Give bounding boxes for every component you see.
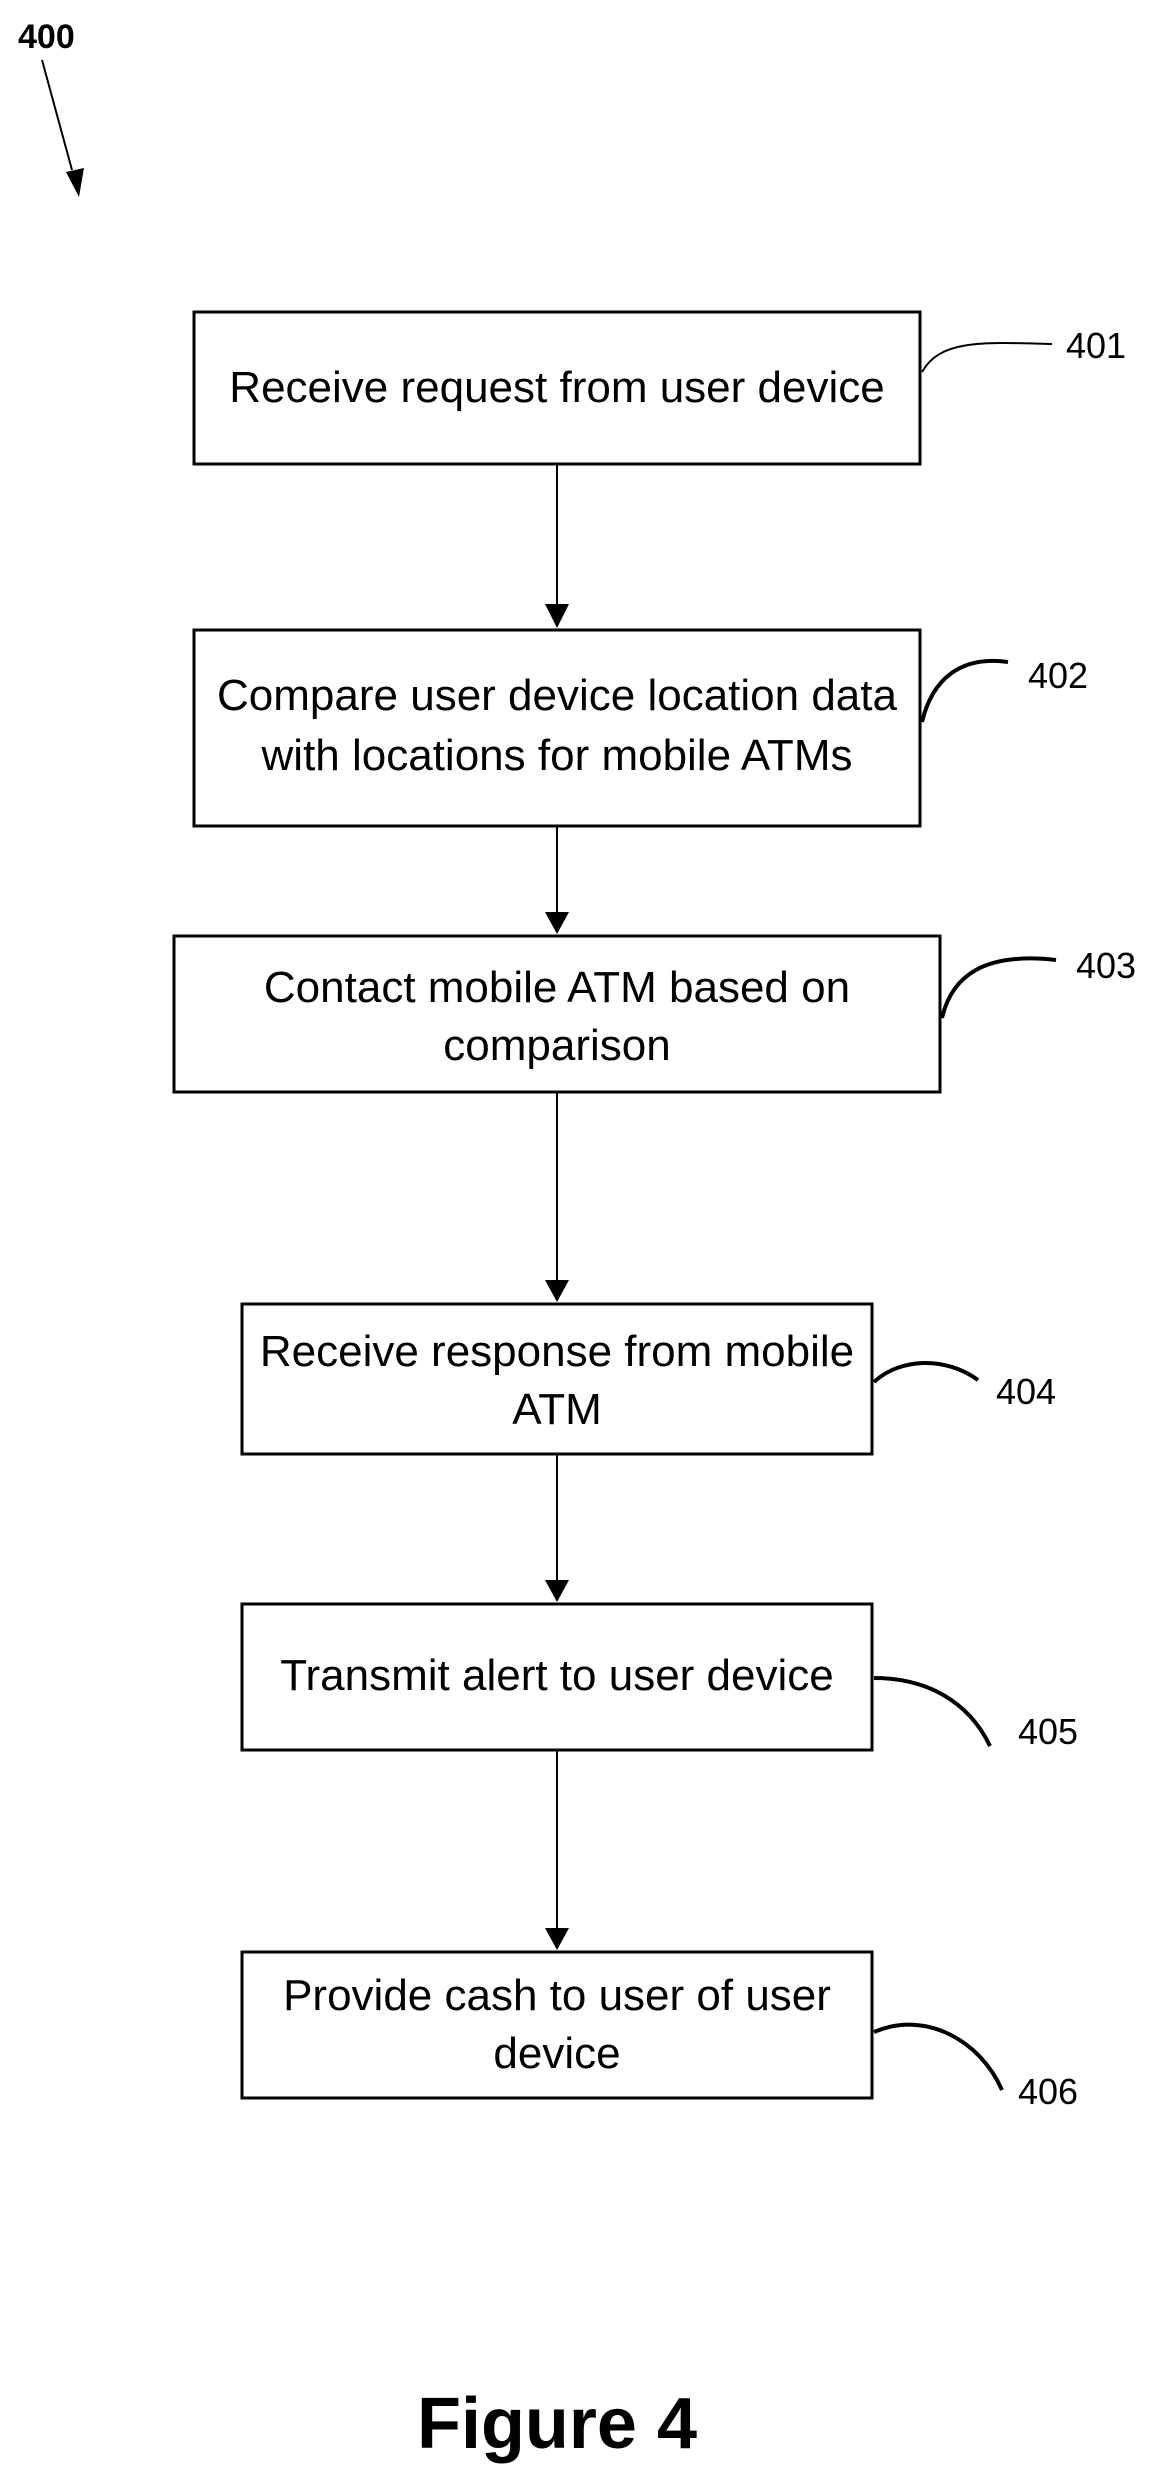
reference-number: 404 <box>996 1371 1056 1412</box>
step-403: Contact mobile ATM based on comparison 4… <box>174 936 1136 1092</box>
leader-line <box>874 1678 990 1746</box>
step-405: Transmit alert to user device 405 <box>242 1604 1078 1752</box>
figure-number-label: 400 <box>18 18 75 56</box>
step-text-line: Contact mobile ATM based on <box>264 963 850 1012</box>
reference-number: 401 <box>1066 325 1126 366</box>
step-text-line: ATM <box>512 1385 602 1434</box>
reference-number: 402 <box>1028 655 1088 696</box>
figure-pointer-arrow <box>42 60 84 197</box>
step-text-line: Receive request from user device <box>229 363 884 412</box>
step-text-line: with locations for mobile ATMs <box>261 731 853 780</box>
connector-arrow <box>545 826 569 934</box>
connector-arrow <box>545 1092 569 1302</box>
leader-line <box>922 343 1052 372</box>
figure-caption: Figure 4 <box>417 2384 697 2464</box>
step-406: Provide cash to user of user device 406 <box>242 1952 1078 2112</box>
step-402: Compare user device location data with l… <box>194 630 1088 826</box>
leader-line <box>942 958 1056 1018</box>
connector-arrow <box>545 464 569 628</box>
connector-arrow <box>545 1454 569 1602</box>
step-text-line: Compare user device location data <box>217 671 897 720</box>
step-text-line: Transmit alert to user device <box>280 1651 833 1700</box>
step-text-line: device <box>493 2029 620 2078</box>
step-404: Receive response from mobile ATM 404 <box>242 1304 1056 1454</box>
connector-arrow <box>545 1750 569 1950</box>
step-401: Receive request from user device 401 <box>194 312 1126 464</box>
reference-number: 406 <box>1018 2071 1078 2112</box>
leader-line <box>874 1363 978 1382</box>
reference-number: 403 <box>1076 945 1136 986</box>
step-text-line: Receive response from mobile <box>260 1327 854 1376</box>
step-box <box>194 630 920 826</box>
step-text-line: Provide cash to user of user <box>283 1971 831 2020</box>
leader-line <box>922 661 1008 722</box>
step-text-line: comparison <box>443 1021 670 1070</box>
reference-number: 405 <box>1018 1711 1078 1752</box>
leader-line <box>874 2025 1002 2090</box>
